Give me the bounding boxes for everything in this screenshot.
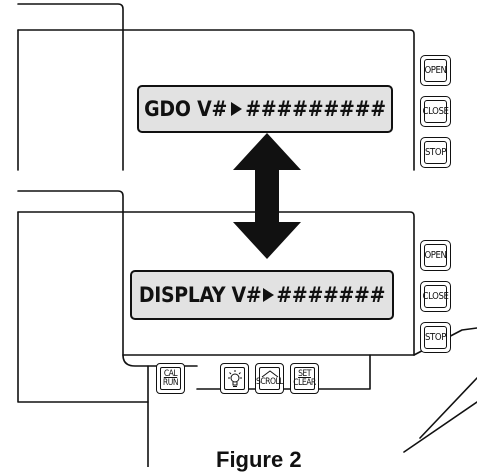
play-arrow-icon: [263, 288, 275, 302]
cal-label: CAL: [163, 368, 178, 379]
figure-caption: Figure 2: [216, 447, 302, 472]
upper-open-button[interactable]: OPEN: [420, 55, 451, 86]
clear-label: CLEAR: [293, 377, 316, 388]
set-clear-button[interactable]: SET CLEAR: [290, 363, 319, 394]
run-label: RUN: [162, 377, 179, 388]
lower-close-button[interactable]: CLOSE: [420, 281, 451, 312]
lower-stop-label: STOP: [424, 326, 447, 349]
lower-close-label: CLOSE: [423, 285, 449, 308]
upper-panel-outline: [17, 29, 415, 171]
scroll-up-icon: [261, 370, 278, 378]
scroll-button[interactable]: SCROLL: [255, 363, 284, 394]
gdo-version-prefix: GDO V#: [144, 97, 228, 121]
play-arrow-icon: [231, 102, 243, 116]
lower-left-frame: [17, 211, 149, 467]
display-version-prefix: DISPLAY V#: [138, 283, 262, 307]
diagonal-trim-1: [419, 377, 477, 439]
display-version-code: #######: [276, 283, 386, 307]
scroll-label: SCROLL: [255, 377, 284, 387]
light-bulb-icon: [227, 369, 242, 387]
double-arrow-icon: [233, 133, 301, 259]
upper-close-label: CLOSE: [423, 100, 449, 123]
upper-stop-button[interactable]: STOP: [420, 137, 451, 168]
lower-panel-outline: [17, 211, 415, 356]
lower-panel-sill: [122, 354, 149, 403]
cal-run-button[interactable]: CAL RUN: [156, 363, 185, 394]
lower-stop-button[interactable]: STOP: [420, 322, 451, 353]
lower-open-label: OPEN: [424, 244, 447, 267]
upper-close-button[interactable]: CLOSE: [420, 96, 451, 127]
lower-open-button[interactable]: OPEN: [420, 240, 451, 271]
upper-stop-label: STOP: [424, 141, 447, 164]
gdo-version-display: GDO V# #########: [137, 85, 393, 133]
upper-panel-tab: [17, 3, 124, 31]
display-version-display: DISPLAY V# #######: [130, 270, 394, 320]
gdo-version-code: #########: [245, 97, 386, 121]
upper-open-label: OPEN: [424, 59, 447, 82]
diagonal-trim-2: [403, 401, 477, 453]
set-label: SET: [298, 368, 311, 379]
light-button[interactable]: [220, 363, 249, 394]
lower-panel-tab: [17, 190, 124, 213]
